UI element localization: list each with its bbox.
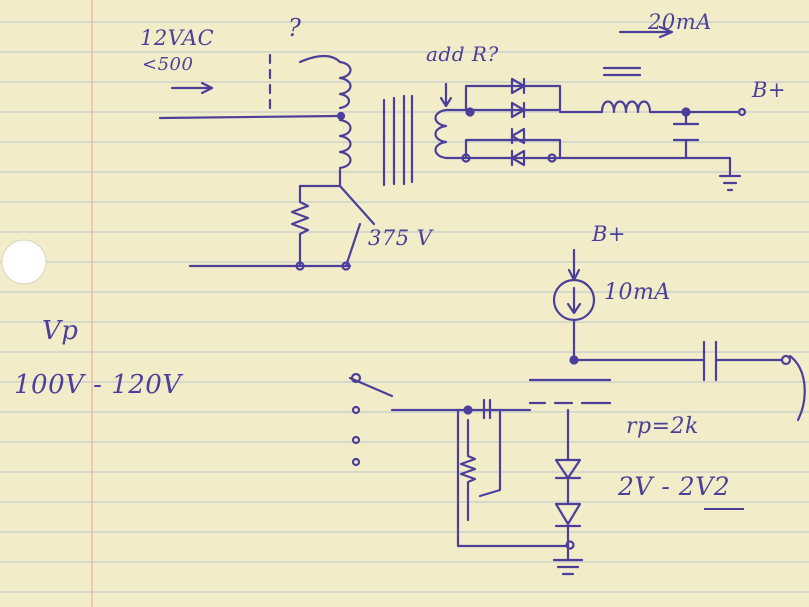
wiper-wire: [478, 408, 502, 498]
node-circle: [461, 153, 471, 163]
grid-node: [463, 405, 473, 415]
coil-tap-dot: [336, 111, 346, 121]
rail-b-plus-label: B+: [752, 78, 787, 102]
bridge-loops: [464, 84, 562, 160]
bias-underline: [704, 508, 744, 510]
current-arrow: [618, 25, 674, 39]
bleeder-resistor: [290, 184, 310, 268]
secondary-leads: [298, 168, 376, 226]
grid-capacitor: [482, 398, 492, 420]
switch-contact-4: [351, 457, 361, 467]
input-voltage-label: 12VAC: [140, 26, 215, 50]
power-supply-circuit: [158, 25, 747, 271]
plate-voltage-label: Vp: [42, 316, 79, 346]
secondary-voltage-label: 375 V: [368, 226, 433, 250]
node-circle: [341, 261, 351, 271]
node-circle: [547, 153, 557, 163]
rectifier-diode-4: [510, 149, 526, 167]
ruled-lines: [0, 21, 809, 593]
filter-choke: [558, 100, 740, 114]
input-arrow: [170, 81, 214, 95]
return-wire: [456, 408, 570, 548]
output-lead: [788, 354, 806, 422]
ac-input-wire: [158, 114, 342, 120]
transformer-core: [382, 94, 414, 187]
bias-led-1: [554, 458, 582, 480]
plate-voltage-range: 100V - 120V: [14, 370, 182, 400]
current-source-arrow: [566, 286, 582, 315]
output-terminal: [780, 354, 792, 366]
dotted-link: [298, 54, 342, 64]
current-source-label: 10mA: [604, 280, 671, 305]
input-current-label: <500: [142, 54, 194, 75]
secondary-coil: [434, 108, 448, 160]
b-plus-terminal: [737, 107, 747, 117]
amp-ground: [552, 524, 584, 576]
switch-contact-2: [351, 405, 361, 415]
aux-primary-coil: [338, 60, 352, 110]
node-dot: [465, 107, 475, 117]
plate-resistance-label: rp=2k: [626, 414, 699, 439]
input-switch-lever: [348, 376, 394, 398]
rectifier-diode-3: [510, 127, 526, 145]
primary-coil: [338, 118, 352, 170]
output-current-label: 20mA: [648, 10, 712, 34]
switch-contact-3: [351, 435, 361, 445]
rectifier-diode-2: [510, 101, 526, 119]
filter-capacitor: [672, 110, 700, 160]
bridge-rails: [444, 108, 562, 160]
grid-potentiometer: [459, 418, 477, 522]
lead-wire: [344, 222, 362, 268]
binder-hole: [1, 239, 47, 285]
bias-led-2: [554, 502, 582, 528]
switch-contact-1: [350, 372, 362, 384]
unknown-mark-label: ?: [288, 14, 302, 42]
rectifier-diode-1: [510, 77, 526, 95]
bias-voltage-label: 2V - 2V2: [618, 472, 731, 501]
choke-core: [602, 66, 642, 77]
triode-plates: [528, 378, 612, 405]
ground-symbol: [558, 156, 742, 192]
amp-b-plus-label: B+: [592, 222, 627, 246]
note-arrow: [439, 82, 453, 108]
amplifier-circuit: [348, 248, 806, 576]
node-circle: [295, 261, 305, 271]
add-filter-note: add R?: [426, 42, 499, 66]
coupling-capacitor: [572, 340, 784, 382]
